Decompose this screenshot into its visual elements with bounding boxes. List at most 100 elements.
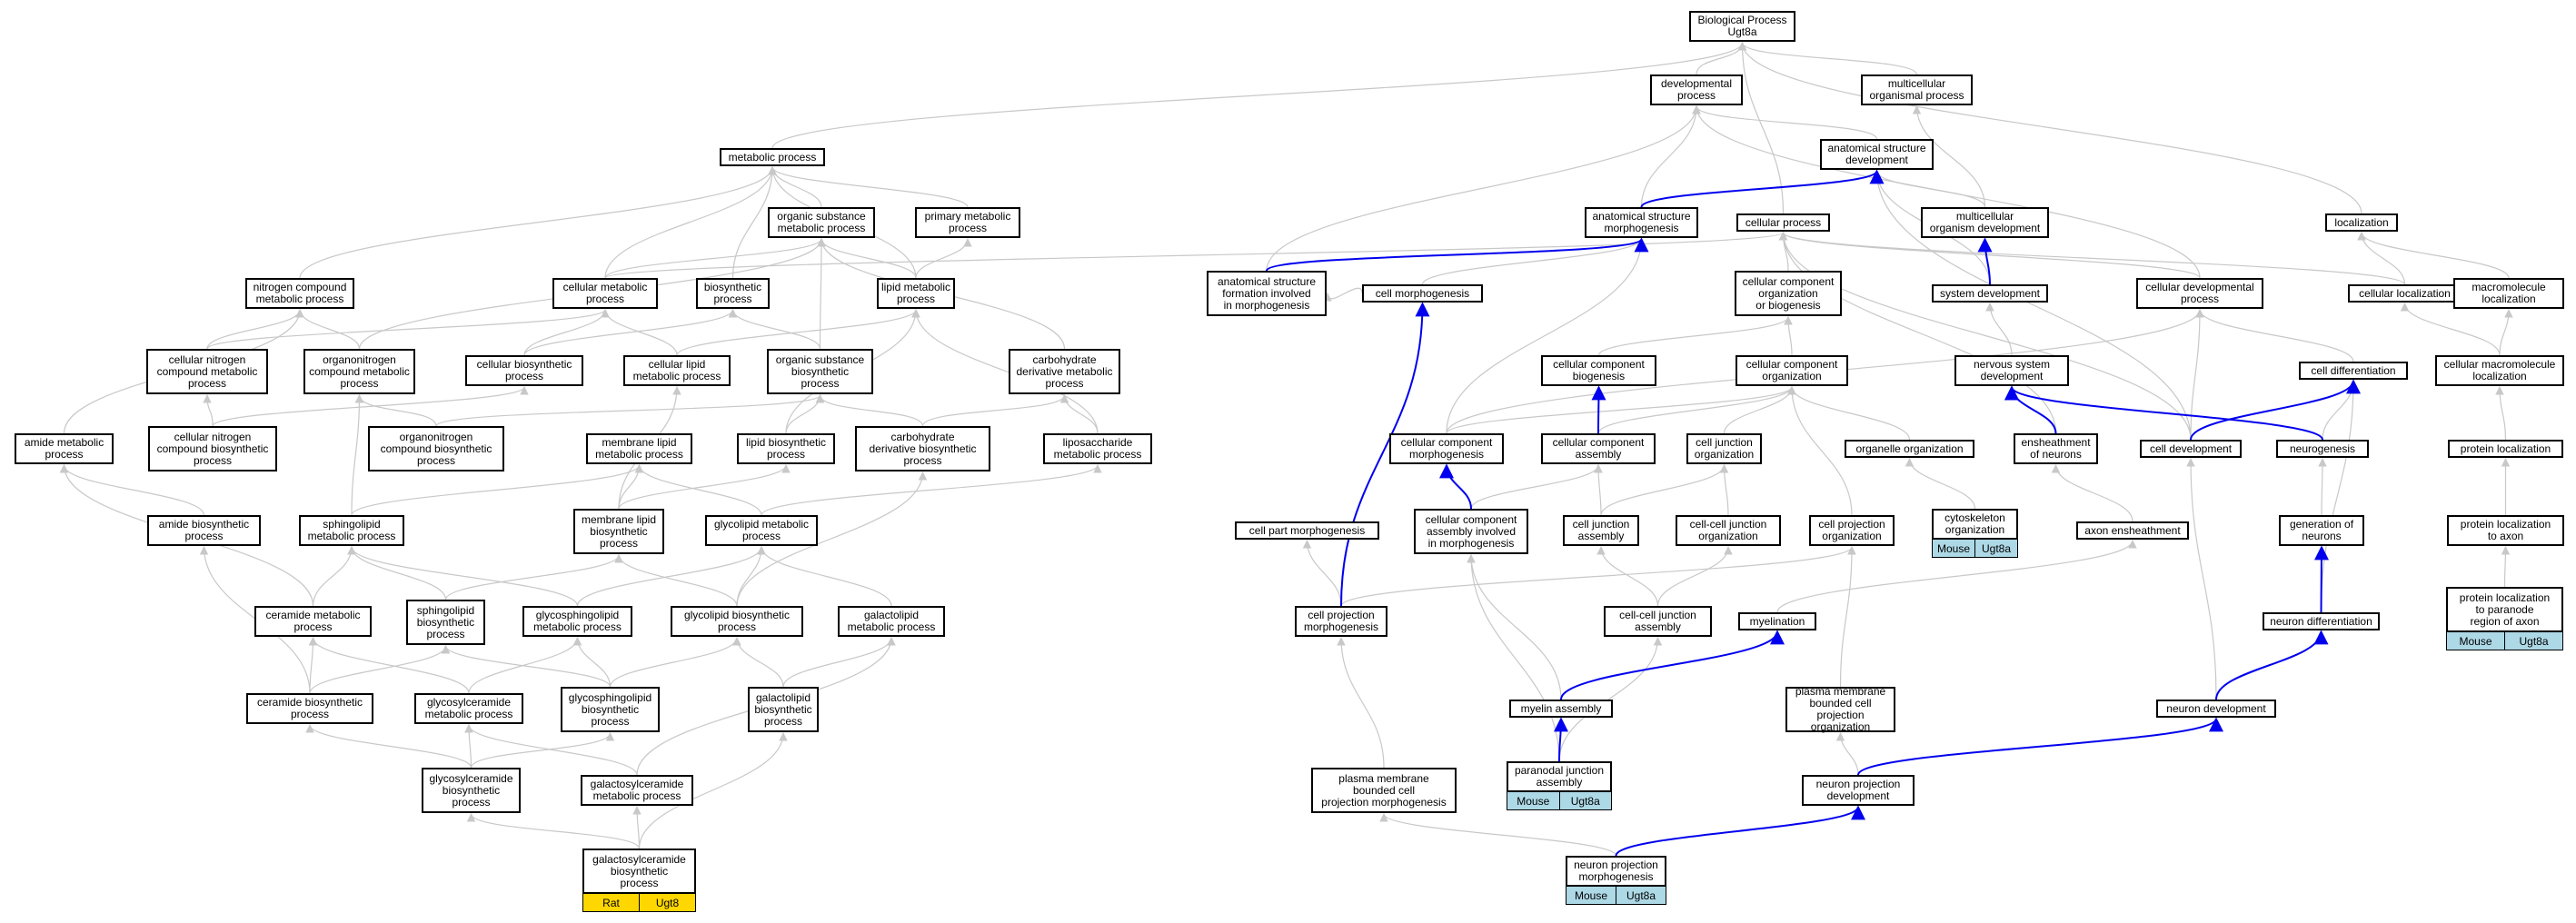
- go-term-cdp[interactable]: cellular developmental process: [2136, 278, 2263, 309]
- highlighted-edge: [1553, 717, 1568, 762]
- go-term-ng[interactable]: neurogenesis: [2276, 440, 2369, 458]
- go-term-cjo[interactable]: cell junction organization: [1686, 433, 1762, 464]
- is-a-edge: [2400, 303, 2501, 356]
- go-term-asd[interactable]: anatomical structure development: [1820, 139, 1934, 170]
- go-term-osmp[interactable]: organic substance metabolic process: [768, 207, 875, 238]
- go-term-cco[interactable]: cellular component organization: [1736, 355, 1848, 386]
- go-term-ccob[interactable]: cellular component organization or bioge…: [1735, 271, 1842, 316]
- go-term-cm[interactable]: cell morphogenesis: [1362, 284, 1483, 303]
- go-term-ccb[interactable]: cellular component biogenesis: [1541, 355, 1656, 386]
- go-term-abp[interactable]: amide biosynthetic process: [147, 515, 261, 546]
- go-term-gon[interactable]: generation of neurons: [2279, 515, 2364, 546]
- go-term-cdbp[interactable]: carbohydrate derivative biosynthetic pro…: [855, 426, 990, 471]
- go-term-gcmp[interactable]: glycosylceramide metabolic process: [414, 693, 523, 724]
- go-term-lbp[interactable]: lipid biosynthetic process: [737, 433, 835, 464]
- go-term-myel[interactable]: myelination: [1738, 612, 1816, 630]
- go-term-bp[interactable]: Biological Process Ugt8a: [1689, 11, 1795, 42]
- go-term-slbp[interactable]: sphingolipid biosynthetic process: [406, 600, 485, 645]
- go-term-mlz[interactable]: macromolecule localization: [2453, 278, 2564, 309]
- go-term-mod[interactable]: multicellular organism development: [1921, 207, 2049, 238]
- go-term-nsd[interactable]: nervous system development: [1954, 355, 2069, 386]
- go-term-pmbcpo[interactable]: plasma membrane bounded cell projection …: [1785, 686, 1895, 733]
- go-term-cca[interactable]: cellular component assembly: [1541, 433, 1656, 464]
- go-term-npm[interactable]: neuron projection morphogenesis: [1566, 856, 1666, 887]
- is-a-edge: [1302, 540, 1342, 607]
- go-term-cdv[interactable]: cell development: [2140, 440, 2242, 458]
- go-term-lmp[interactable]: lipid metabolic process: [877, 278, 955, 309]
- go-term-pl[interactable]: protein localization: [2448, 440, 2563, 458]
- go-term-oo[interactable]: organelle organization: [1845, 440, 1974, 458]
- go-term-mop[interactable]: multicellular organismal process: [1861, 74, 1973, 105]
- go-term-met[interactable]: metabolic process: [720, 148, 825, 166]
- go-term-cpm[interactable]: cell part morphogenesis: [1235, 521, 1379, 540]
- go-term-cp[interactable]: cellular process: [1736, 213, 1830, 232]
- go-term-ndv[interactable]: neuron development: [2156, 700, 2276, 718]
- go-term-asfm[interactable]: anatomical structure formation involved …: [1207, 271, 1327, 316]
- go-term-glbp[interactable]: glycolipid biosynthetic process: [671, 606, 803, 637]
- go-term-ccja[interactable]: cell-cell junction assembly: [1604, 606, 1712, 637]
- go-term-cncbp[interactable]: cellular nitrogen compound biosynthetic …: [148, 426, 277, 471]
- go-term-asm[interactable]: anatomical structure morphogenesis: [1585, 207, 1698, 238]
- go-term-pmp[interactable]: primary metabolic process: [915, 207, 1020, 238]
- go-term-ccm[interactable]: cellular component morphogenesis: [1389, 433, 1504, 464]
- go-term-pja[interactable]: paranodal junction assembly: [1507, 761, 1612, 792]
- go-term-plp[interactable]: protein localization to paranode region …: [2446, 587, 2563, 632]
- go-term-clmp[interactable]: cellular lipid metabolic process: [623, 355, 731, 386]
- go-term-crmp[interactable]: ceramide metabolic process: [254, 606, 372, 637]
- go-term-sd[interactable]: system development: [1932, 284, 2048, 303]
- highlighted-edge: [1560, 630, 1785, 700]
- is-a-edge: [638, 732, 788, 849]
- go-term-cml[interactable]: cellular macromolecule localization: [2435, 355, 2564, 386]
- go-term-oncbp[interactable]: organonitrogen compound biosynthetic pro…: [368, 426, 504, 471]
- go-term-cmp[interactable]: cellular metabolic process: [552, 278, 658, 309]
- go-term-glmp[interactable]: glycolipid metabolic process: [705, 515, 818, 546]
- go-term-galcmp[interactable]: galactosylceramide metabolic process: [581, 775, 693, 806]
- go-term-mlmp[interactable]: membrane lipid metabolic process: [586, 433, 692, 464]
- go-term-slmp[interactable]: sphingolipid metabolic process: [299, 515, 404, 546]
- go-term-gcbp[interactable]: glycosylceramide biosynthetic process: [422, 768, 521, 813]
- go-term-cdmp[interactable]: carbohydrate derivative metabolic proces…: [1009, 349, 1120, 394]
- go-term-pmbcpm[interactable]: plasma membrane bounded cell projection …: [1311, 768, 1457, 813]
- gene-label: Ugt8a: [1974, 540, 2017, 557]
- go-term-eon[interactable]: ensheathment of neurons: [2014, 433, 2098, 464]
- go-term-mlbp[interactable]: membrane lipid biosynthetic process: [573, 509, 664, 554]
- go-term-loc[interactable]: localization: [2325, 213, 2398, 232]
- go-term-bsp[interactable]: biosynthetic process: [696, 278, 770, 309]
- go-term-gsmp[interactable]: glycosphingolipid metabolic process: [522, 606, 632, 637]
- go-term-cyto[interactable]: cytoskeleton organization: [1932, 509, 2018, 540]
- go-term-cl[interactable]: cellular localization: [2348, 284, 2462, 303]
- highlighted-edge: [1615, 805, 1865, 857]
- is-a-edge: [1059, 394, 1099, 434]
- is-a-edge: [911, 309, 1099, 434]
- go-term-lpmp[interactable]: liposaccharide metabolic process: [1043, 433, 1152, 464]
- go-term-ccaim[interactable]: cellular component assembly involved in …: [1414, 509, 1528, 554]
- go-term-nd[interactable]: neuron differentiation: [2263, 612, 2380, 630]
- go-term-pla[interactable]: protein localization to axon: [2447, 515, 2564, 546]
- go-term-galcbp[interactable]: galactosylceramide biosynthetic process: [582, 849, 696, 894]
- go-term-cbp[interactable]: cellular biosynthetic process: [465, 355, 583, 386]
- go-term-ma[interactable]: myelin assembly: [1509, 700, 1613, 718]
- go-term-dev[interactable]: developmental process: [1650, 74, 1743, 105]
- is-a-edge: [295, 309, 361, 350]
- go-term-cpo[interactable]: cell projection organization: [1809, 515, 1895, 546]
- go-term-ncmp[interactable]: nitrogen compound metabolic process: [245, 278, 354, 309]
- go-term-cpmg[interactable]: cell projection morphogenesis: [1295, 606, 1387, 637]
- is-a-edge: [206, 309, 610, 350]
- go-term-cncmp[interactable]: cellular nitrogen compound metabolic pro…: [146, 349, 268, 394]
- go-term-galmp[interactable]: galactolipid metabolic process: [838, 606, 945, 637]
- go-term-ae[interactable]: axon ensheathment: [2076, 521, 2189, 540]
- go-term-osbp[interactable]: organic substance biosynthetic process: [767, 349, 873, 394]
- is-a-edge: [1446, 386, 1796, 434]
- go-term-ccjo[interactable]: cell-cell junction organization: [1676, 515, 1781, 546]
- go-term-gsbp[interactable]: glycosphingolipid biosynthetic process: [561, 687, 660, 732]
- is-a-edge: [1719, 464, 1729, 516]
- go-term-amp[interactable]: amide metabolic process: [15, 433, 114, 464]
- go-term-cdiff[interactable]: cell differentiation: [2299, 362, 2408, 380]
- is-a-edge: [771, 42, 1747, 149]
- go-term-crbp[interactable]: ceramide biosynthetic process: [246, 693, 373, 724]
- go-term-cja[interactable]: cell junction assembly: [1563, 515, 1639, 546]
- is-a-edge: [1787, 386, 1911, 441]
- go-term-npd[interactable]: neuron projection development: [1802, 775, 1915, 806]
- go-term-galbp[interactable]: galactolipid biosynthetic process: [748, 687, 819, 732]
- go-term-oncmp[interactable]: organonitrogen compound metabolic proces…: [303, 349, 415, 394]
